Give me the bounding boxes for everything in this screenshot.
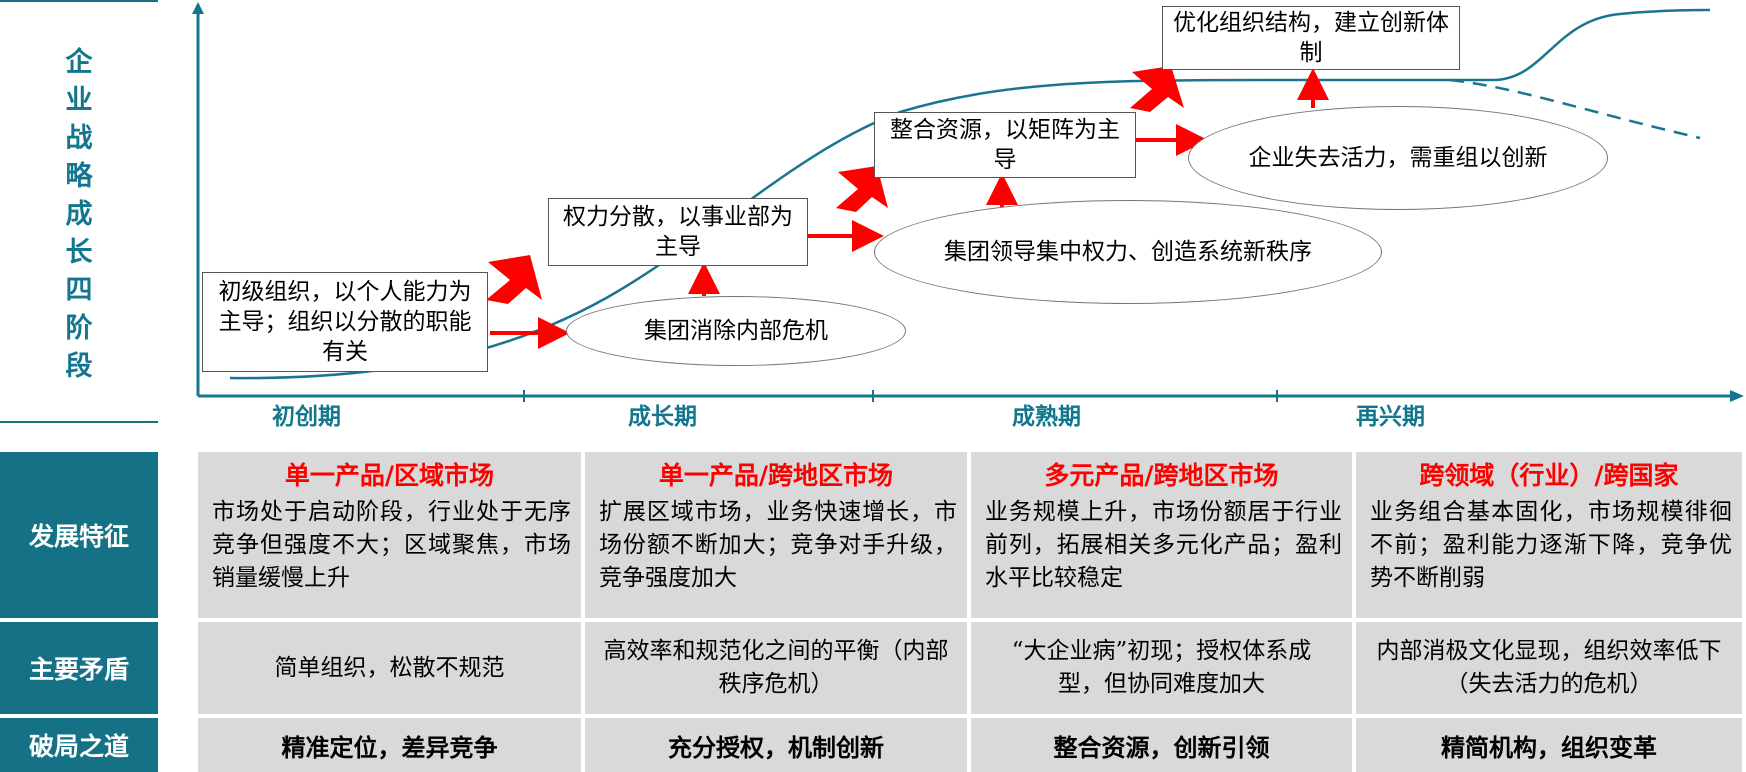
solution-cell-4: 精简机构，组织变革 — [1356, 718, 1742, 772]
stage-label-revival: 再兴期 — [1356, 404, 1425, 430]
side-title-char: 业 — [65, 85, 93, 116]
feature-desc-1: 市场处于启动阶段，行业处于无序竞争但强度不大；区域聚焦，市场销量缓慢上升 — [212, 499, 571, 591]
org-box-3: 整合资源，以矩阵为主导 — [874, 112, 1136, 178]
org-box-3-text: 整合资源，以矩阵为主导 — [890, 117, 1120, 173]
crisis-ellipse-3-text: 企业失去活力，需重组以创新 — [1248, 145, 1548, 171]
side-title-char: 段 — [65, 351, 93, 382]
side-title-panel: 企业战略成长四阶段 — [0, 0, 158, 423]
row-head-solution: 破局之道 — [0, 718, 158, 772]
stage-label-growth: 成长期 — [628, 404, 697, 430]
solution-cell-2: 充分授权，机制创新 — [585, 718, 967, 772]
feature-cell-1: 单一产品/区域市场 市场处于启动阶段，行业处于无序竞争但强度不大；区域聚焦，市场… — [198, 452, 581, 618]
conflict-cell-1: 简单组织，松散不规范 — [198, 622, 581, 714]
feature-desc-3: 业务规模上升，市场份额居于行业前列，拓展相关多元化产品；盈利水平比较稳定 — [985, 499, 1342, 591]
solution-text-2: 充分授权，机制创新 — [668, 732, 884, 762]
crisis-ellipse-1-text: 集团消除内部危机 — [644, 318, 828, 344]
org-box-2: 权力分散，以事业部为主导 — [548, 198, 808, 266]
conflict-text-1: 简单组织，松散不规范 — [274, 654, 505, 681]
side-title-char: 四 — [65, 275, 93, 306]
block-arrow-1 — [486, 255, 542, 304]
feature-cell-4: 跨领域（行业）/跨国家 业务组合基本固化，市场规模徘徊不前；盈利能力逐渐下降，竞… — [1356, 452, 1742, 618]
org-box-1-text: 初级组织，以个人能力为主导；组织以分散的职能有关 — [218, 279, 472, 365]
y-axis-arrowhead — [192, 2, 204, 14]
crisis-ellipse-1: 集团消除内部危机 — [566, 296, 906, 366]
feature-cell-2: 单一产品/跨地区市场 扩展区域市场，业务快速增长，市场份额不断加大；竞争对手升级… — [585, 452, 967, 618]
conflict-text-4: 内部消极文化显现，组织效率低下（失去活力的危机） — [1376, 638, 1722, 697]
conflict-cell-4: 内部消极文化显现，组织效率低下（失去活力的危机） — [1356, 622, 1742, 714]
solution-cell-3: 整合资源，创新引领 — [971, 718, 1352, 772]
stage-label-startup: 初创期 — [272, 404, 341, 430]
side-title-char: 略 — [65, 161, 93, 192]
feature-cell-3: 多元产品/跨地区市场 业务规模上升，市场份额居于行业前列，拓展相关多元化产品；盈… — [971, 452, 1352, 618]
feature-desc-4: 业务组合基本固化，市场规模徘徊不前；盈利能力逐渐下降，竞争优势不断削弱 — [1370, 499, 1732, 591]
decline-curve — [1449, 78, 1701, 140]
crisis-ellipse-3: 企业失去活力，需重组以创新 — [1188, 106, 1608, 210]
conflict-text-2: 高效率和规范化之间的平衡（内部秩序危机） — [603, 638, 949, 697]
side-title-char: 长 — [65, 237, 93, 268]
org-box-1: 初级组织，以个人能力为主导；组织以分散的职能有关 — [202, 272, 488, 372]
solution-text-3: 整合资源，创新引领 — [1053, 732, 1270, 762]
solution-cell-1: 精准定位，差异竞争 — [198, 718, 581, 772]
org-box-4-text: 优化组织结构，建立创新体制 — [1173, 10, 1449, 66]
side-title-char: 成 — [65, 199, 93, 230]
feature-title-3: 多元产品/跨地区市场 — [1044, 461, 1279, 490]
feature-title-2: 单一产品/跨地区市场 — [658, 461, 894, 490]
crisis-ellipse-2-text: 集团领导集中权力、创造系统新秩序 — [944, 239, 1312, 265]
block-arrow-3 — [1130, 66, 1184, 112]
stage-label-mature: 成熟期 — [1012, 404, 1081, 430]
x-axis-arrowhead — [1730, 390, 1744, 402]
side-title-char: 战 — [65, 123, 93, 154]
feature-desc-2: 扩展区域市场，业务快速增长，市场份额不断加大；竞争对手升级，竞争强度加大 — [599, 499, 957, 591]
row-head-conflict: 主要矛盾 — [0, 622, 158, 714]
feature-title-1: 单一产品/区域市场 — [284, 461, 495, 490]
org-box-4: 优化组织结构，建立创新体制 — [1162, 6, 1460, 70]
row-head-features: 发展特征 — [0, 452, 158, 618]
side-title-char: 阶 — [65, 313, 93, 344]
crisis-ellipse-2: 集团领导集中权力、创造系统新秩序 — [874, 200, 1382, 304]
side-title: 企业战略成长四阶段 — [0, 44, 158, 386]
side-title-char: 企 — [65, 47, 93, 78]
conflict-cell-3: “大企业病”初现；授权体系成型，但协同难度加大 — [971, 622, 1352, 714]
conflict-text-3: “大企业病”初现；授权体系成型，但协同难度加大 — [1011, 638, 1312, 697]
conflict-cell-2: 高效率和规范化之间的平衡（内部秩序危机） — [585, 622, 967, 714]
solution-text-1: 精准定位，差异竞争 — [281, 732, 498, 762]
feature-title-4: 跨领域（行业）/跨国家 — [1419, 461, 1679, 490]
s-curve — [229, 8, 1711, 380]
growth-curve-diagram — [192, 2, 1744, 402]
org-box-2-text: 权力分散，以事业部为主导 — [563, 204, 793, 260]
solution-text-4: 精简机构，组织变革 — [1441, 732, 1657, 762]
